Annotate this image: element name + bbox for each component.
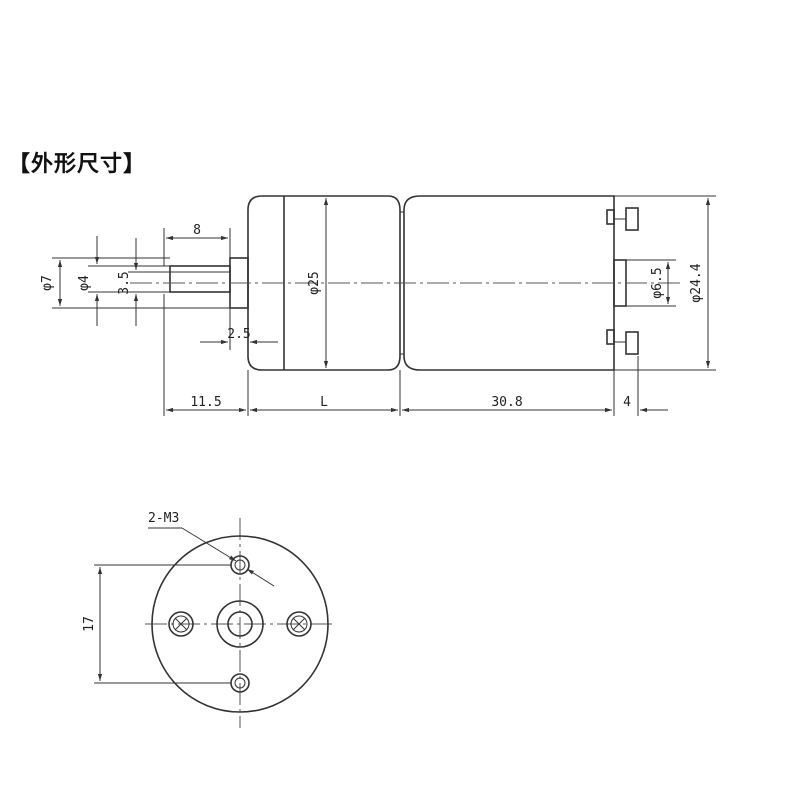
output-shaft [169, 265, 231, 293]
dim-shaft-flat: 3.5 [117, 271, 132, 294]
terminal-top [606, 207, 639, 231]
dim-motor-boss-dia: φ6.5 [650, 267, 665, 298]
dim-holes: 2-M3 [148, 511, 179, 526]
dim-front-len: 11.5 [190, 395, 221, 410]
dim-motor-dia: φ24.4 [689, 263, 704, 302]
gearbox-body [247, 195, 401, 371]
motor-body [403, 195, 615, 371]
screw-left [168, 611, 194, 637]
dim-boss-len: 2.5 [227, 327, 250, 342]
gearbox-face [151, 535, 329, 713]
dim-shaft-dia-outer: φ7 [40, 275, 55, 291]
dim-rear-len: 4 [623, 395, 631, 410]
dim-motor-len: 30.8 [491, 395, 522, 410]
dim-shaft-dia: φ4 [77, 275, 92, 291]
output-shaft-face [227, 611, 253, 637]
dim-gearbox-len: L [320, 395, 328, 410]
front-view: 2-M3 17 [82, 511, 335, 728]
leader-line [181, 527, 237, 562]
side-view: 8 φ7 φ4 3.5 2.5 φ25 φ6.5 [40, 195, 716, 416]
dim-shaft-length: 8 [193, 223, 201, 238]
page-title: 【外形尺寸】 [8, 152, 147, 177]
dim-hole-spacing: 17 [82, 616, 97, 632]
leader-line [246, 568, 275, 587]
terminal-bottom [606, 329, 639, 355]
dim-gearbox-dia: φ25 [307, 271, 322, 294]
screw-right [286, 611, 312, 637]
output-boss-face [216, 600, 264, 648]
